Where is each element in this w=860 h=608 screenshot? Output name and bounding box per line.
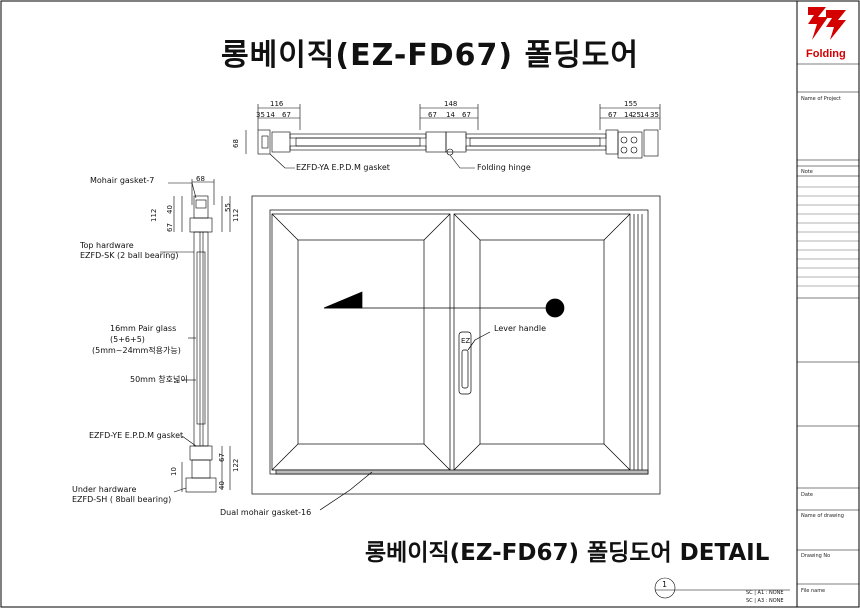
- callout-top-hw-1: Top hardware: [80, 241, 134, 250]
- dim-right-total: 155: [624, 100, 638, 108]
- title-block: [797, 63, 859, 585]
- drawing-subtitle: 롱베이직(EZ-FD67) 폴딩도어 DETAIL: [365, 540, 770, 566]
- callout-glass-3: (5mm~24mm적용가능): [92, 346, 181, 355]
- callout-under-hw-2: EZFD-SH ( 8ball bearing): [72, 495, 172, 504]
- tb-drawing-no: Drawing No: [801, 553, 831, 559]
- dim-right-d: 14: [640, 111, 649, 119]
- dim-section-width: 68: [196, 175, 205, 183]
- dim-mid-c: 67: [462, 111, 471, 119]
- plan-view: [245, 104, 661, 169]
- scale-a3: SC | A3 : NONE: [746, 598, 784, 604]
- dim-right-c: 25: [632, 111, 641, 119]
- dim-right-a: 67: [608, 111, 617, 119]
- dim-mid-a: 67: [428, 111, 437, 119]
- dim-left-total: 116: [270, 100, 284, 108]
- dim-section-55: 55: [224, 203, 232, 212]
- callout-lever-handle: Lever handle: [494, 324, 546, 333]
- callout-glass-2: (5+6+5): [110, 335, 145, 344]
- dim-left-a: 35: [256, 111, 265, 119]
- sheet-number-mark: [654, 577, 790, 599]
- tb-file-name: File name: [801, 588, 826, 594]
- dim-section-67: 67: [166, 223, 174, 232]
- dim-section-bot-67: 67: [218, 453, 226, 462]
- elevation-view: [251, 195, 661, 511]
- drawing-title: 롱베이직(EZ-FD67) 폴딩도어: [221, 38, 639, 73]
- handle-mark: EZ: [461, 337, 471, 345]
- callout-glass-1: 16mm Pair glass: [110, 324, 177, 333]
- callout-frame-50: 50mm 창호넓이: [130, 375, 188, 384]
- callout-mohair: Mohair gasket-7: [90, 176, 155, 185]
- dim-section-40: 40: [166, 205, 174, 214]
- callout-top-hw-2: EZFD-SK (2 ball bearing): [80, 251, 179, 260]
- dim-section-bot-122: 122: [232, 458, 240, 472]
- dim-right-b: 14: [624, 111, 633, 119]
- dim-left-c: 67: [282, 111, 291, 119]
- callout-dual-mohair: Dual mohair gasket-16: [220, 508, 312, 517]
- callout-folding-hinge: Folding hinge: [477, 163, 531, 172]
- scale-a1: SC | A1 : NONE: [746, 590, 784, 596]
- dim-section-bot-40: 40: [218, 481, 226, 490]
- callout-ya-gasket: EZFD-YA E.P.D.M gasket: [296, 163, 390, 172]
- dim-mid-total: 148: [444, 100, 458, 108]
- dim-section-112: 112: [150, 208, 158, 222]
- sheet-number: 1: [662, 580, 668, 589]
- tb-name-of-project: Name of Project: [801, 96, 841, 102]
- dim-section-bot-10: 10: [170, 467, 178, 476]
- dim-section-112b: 112: [232, 208, 240, 222]
- dim-left-b: 14: [266, 111, 275, 119]
- tb-date: Date: [801, 492, 813, 498]
- tb-note: Note: [801, 169, 813, 175]
- dim-left-height: 68: [232, 139, 240, 148]
- callout-ye-gasket: EZFD-YE E.P.D.M gasket: [89, 431, 184, 440]
- brand-name: Folding: [806, 48, 846, 60]
- section-view: [160, 179, 231, 493]
- brand-logo: [808, 7, 846, 40]
- dim-right-e: 35: [650, 111, 659, 119]
- dim-mid-b: 14: [446, 111, 455, 119]
- callout-under-hw-1: Under hardware: [72, 485, 137, 494]
- tb-name-of-drawing: Name of drawing: [801, 513, 844, 519]
